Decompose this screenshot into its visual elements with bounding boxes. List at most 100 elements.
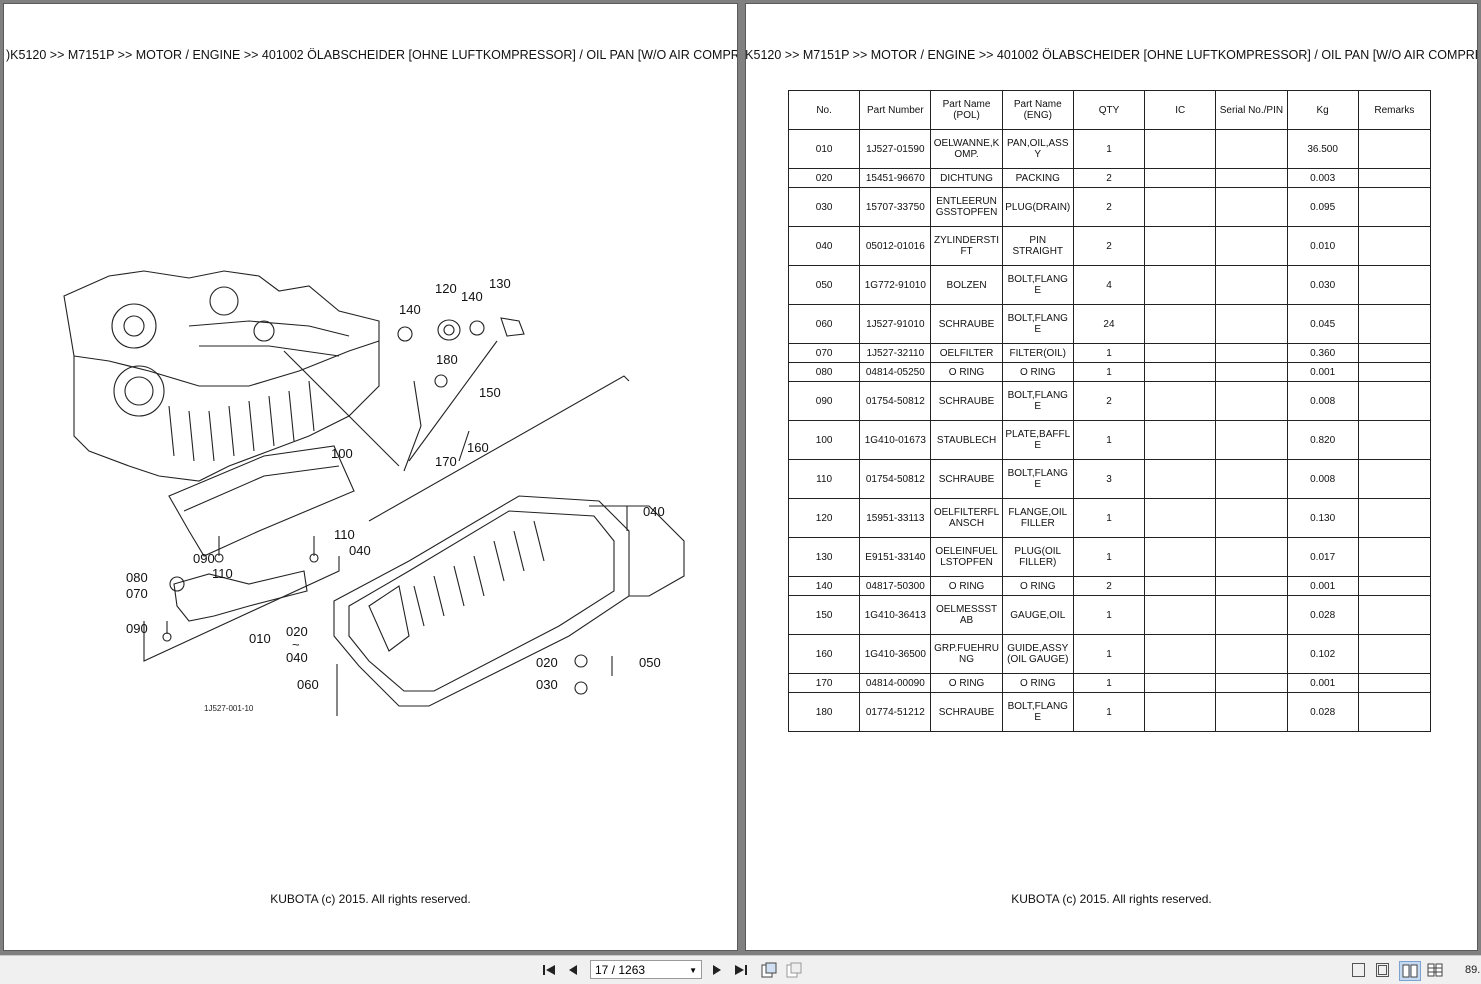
cell-ic — [1144, 595, 1217, 635]
cell-part-number: 1J527-91010 — [859, 304, 932, 344]
cell-remarks — [1357, 576, 1432, 596]
cell-part-name-pol: O RING — [930, 576, 1003, 596]
cell-ic — [1144, 265, 1217, 305]
next-page-icon[interactable] — [709, 961, 725, 979]
cell-part-number: 01754-50812 — [859, 459, 932, 499]
cell-kg: 0.030 — [1286, 265, 1359, 305]
cell-ic — [1144, 343, 1217, 363]
callout-170: 170 — [435, 454, 457, 469]
header-no: No. — [787, 90, 861, 130]
page-number-value: 17 / 1263 — [595, 963, 646, 977]
cell-part-name-eng: O RING — [1001, 576, 1074, 596]
single-page-view-icon[interactable] — [1350, 961, 1366, 979]
cell-serial — [1215, 381, 1288, 421]
page-number-field[interactable]: 17 / 1263 ▼ — [590, 960, 702, 979]
cell-part-number: 01774-51212 — [859, 692, 932, 732]
cell-remarks — [1357, 265, 1432, 305]
parts-table: No. Part Number Part Name (POL) Part Nam… — [787, 90, 1432, 732]
drawing-code: 1J527-001-10 — [204, 704, 254, 713]
cell-kg: 0.001 — [1286, 576, 1359, 596]
cell-ic — [1144, 362, 1217, 382]
chevron-down-icon[interactable]: ▼ — [689, 966, 697, 975]
callout-090: 090 — [126, 621, 148, 636]
cell-no: 110 — [787, 459, 861, 499]
cell-part-number: 15707-33750 — [859, 187, 932, 227]
cell-kg: 0.045 — [1286, 304, 1359, 344]
fit-page-icon[interactable] — [760, 961, 778, 979]
cell-part-name-eng: BOLT,FLANG E — [1001, 265, 1074, 305]
cell-qty: 1 — [1072, 673, 1146, 693]
facing-pages-view-icon[interactable] — [1399, 961, 1421, 981]
cell-part-name-pol: ZYLINDERSTI FT — [930, 226, 1003, 266]
cell-part-number: 04814-00090 — [859, 673, 932, 693]
cell-part-name-eng: PACKING — [1001, 168, 1074, 188]
header-kg: Kg — [1286, 90, 1359, 130]
first-page-icon[interactable] — [540, 961, 558, 979]
callout-040: 040 — [643, 504, 665, 519]
cell-remarks — [1357, 304, 1432, 344]
cell-remarks — [1357, 129, 1432, 169]
cell-qty: 1 — [1072, 634, 1146, 674]
last-page-icon[interactable] — [732, 961, 750, 979]
cell-ic — [1144, 498, 1217, 538]
cell-kg: 0.008 — [1286, 459, 1359, 499]
cell-serial — [1215, 576, 1288, 596]
cell-no: 010 — [787, 129, 861, 169]
zoom-level[interactable]: 89. — [1465, 964, 1481, 976]
cell-no: 040 — [787, 226, 861, 266]
previous-page-icon[interactable] — [565, 961, 581, 979]
cell-no: 060 — [787, 304, 861, 344]
cell-remarks — [1357, 187, 1432, 227]
cell-part-name-eng: BOLT,FLANG E — [1001, 381, 1074, 421]
cell-ic — [1144, 576, 1217, 596]
cell-serial — [1215, 168, 1288, 188]
cell-qty: 1 — [1072, 362, 1146, 382]
cell-part-number: 15951-33113 — [859, 498, 932, 538]
cell-part-name-pol: OELWANNE,K OMP. — [930, 129, 1003, 169]
cell-no: 070 — [787, 343, 861, 363]
cell-kg: 0.003 — [1286, 168, 1359, 188]
cell-qty: 1 — [1072, 129, 1146, 169]
cell-no: 130 — [787, 537, 861, 577]
cell-no: 050 — [787, 265, 861, 305]
table-header-row: No. Part Number Part Name (POL) Part Nam… — [787, 90, 1432, 130]
header-part-name-eng: Part Name (ENG) — [1001, 90, 1074, 130]
copyright-footer: KUBOTA (c) 2015. All rights reserved. — [1011, 892, 1212, 906]
cell-qty: 1 — [1072, 498, 1146, 538]
cell-ic — [1144, 459, 1217, 499]
cell-part-name-pol: O RING — [930, 362, 1003, 382]
cell-no: 100 — [787, 420, 861, 460]
cell-ic — [1144, 634, 1217, 674]
cell-part-number: 1J527-01590 — [859, 129, 932, 169]
header-part-name-pol: Part Name (POL) — [930, 90, 1003, 130]
cell-part-name-pol: ENTLEERUN GSSTOPFEN — [930, 187, 1003, 227]
cell-remarks — [1357, 226, 1432, 266]
cell-part-name-eng: GAUGE,OIL — [1001, 595, 1074, 635]
cell-ic — [1144, 381, 1217, 421]
cell-no: 080 — [787, 362, 861, 382]
callout-180: 180 — [436, 352, 458, 367]
cell-remarks — [1357, 673, 1432, 693]
cell-part-name-pol: OELMESSST AB — [930, 595, 1003, 635]
cell-part-name-eng: PLATE,BAFFL E — [1001, 420, 1074, 460]
cell-remarks — [1357, 459, 1432, 499]
cell-part-name-eng: PLUG(DRAIN) — [1001, 187, 1074, 227]
continuous-facing-view-icon[interactable] — [1426, 961, 1444, 979]
cell-serial — [1215, 537, 1288, 577]
cell-part-name-pol: O RING — [930, 673, 1003, 693]
cell-qty: 2 — [1072, 381, 1146, 421]
cell-kg: 0.010 — [1286, 226, 1359, 266]
left-page: )K5120 >> M7151P >> MOTOR / ENGINE >> 40… — [3, 3, 738, 951]
cell-no: 180 — [787, 692, 861, 732]
continuous-view-icon[interactable] — [1374, 961, 1390, 979]
cell-part-name-eng: FLANGE,OIL FILLER — [1001, 498, 1074, 538]
cell-serial — [1215, 459, 1288, 499]
cell-kg: 0.360 — [1286, 343, 1359, 363]
cell-serial — [1215, 304, 1288, 344]
fit-width-icon[interactable] — [785, 961, 803, 979]
cell-serial — [1215, 673, 1288, 693]
